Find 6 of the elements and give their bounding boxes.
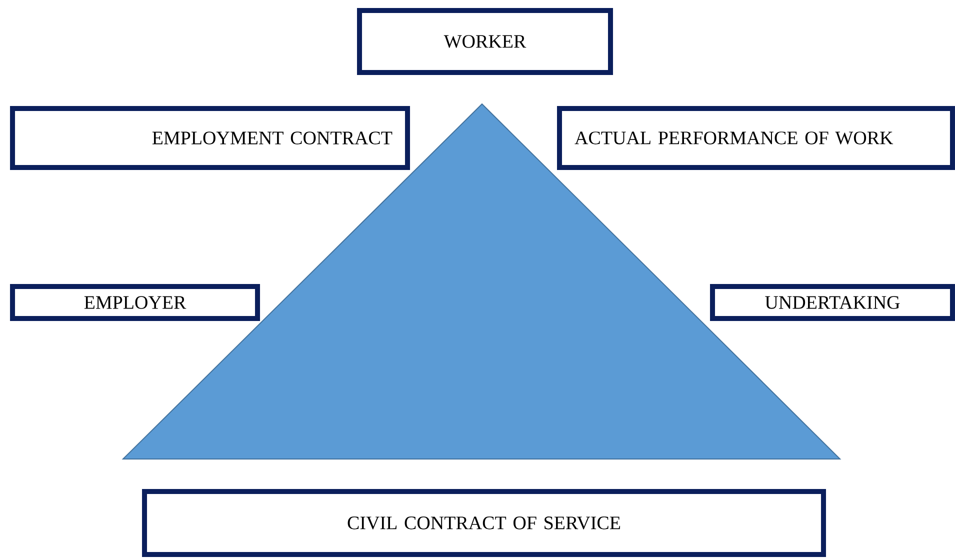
text-box: EMPLOYMENT CONTRACT [10, 106, 410, 170]
text-box: EMPLOYER [10, 284, 260, 321]
text-box: CIVIL CONTRACT OF SERVICE [142, 489, 826, 557]
text-box: WORKER [357, 8, 613, 75]
text-box: UNDERTAKING [710, 284, 955, 321]
text-box: ACTUAL PERFORMANCE OF WORK [557, 106, 955, 170]
